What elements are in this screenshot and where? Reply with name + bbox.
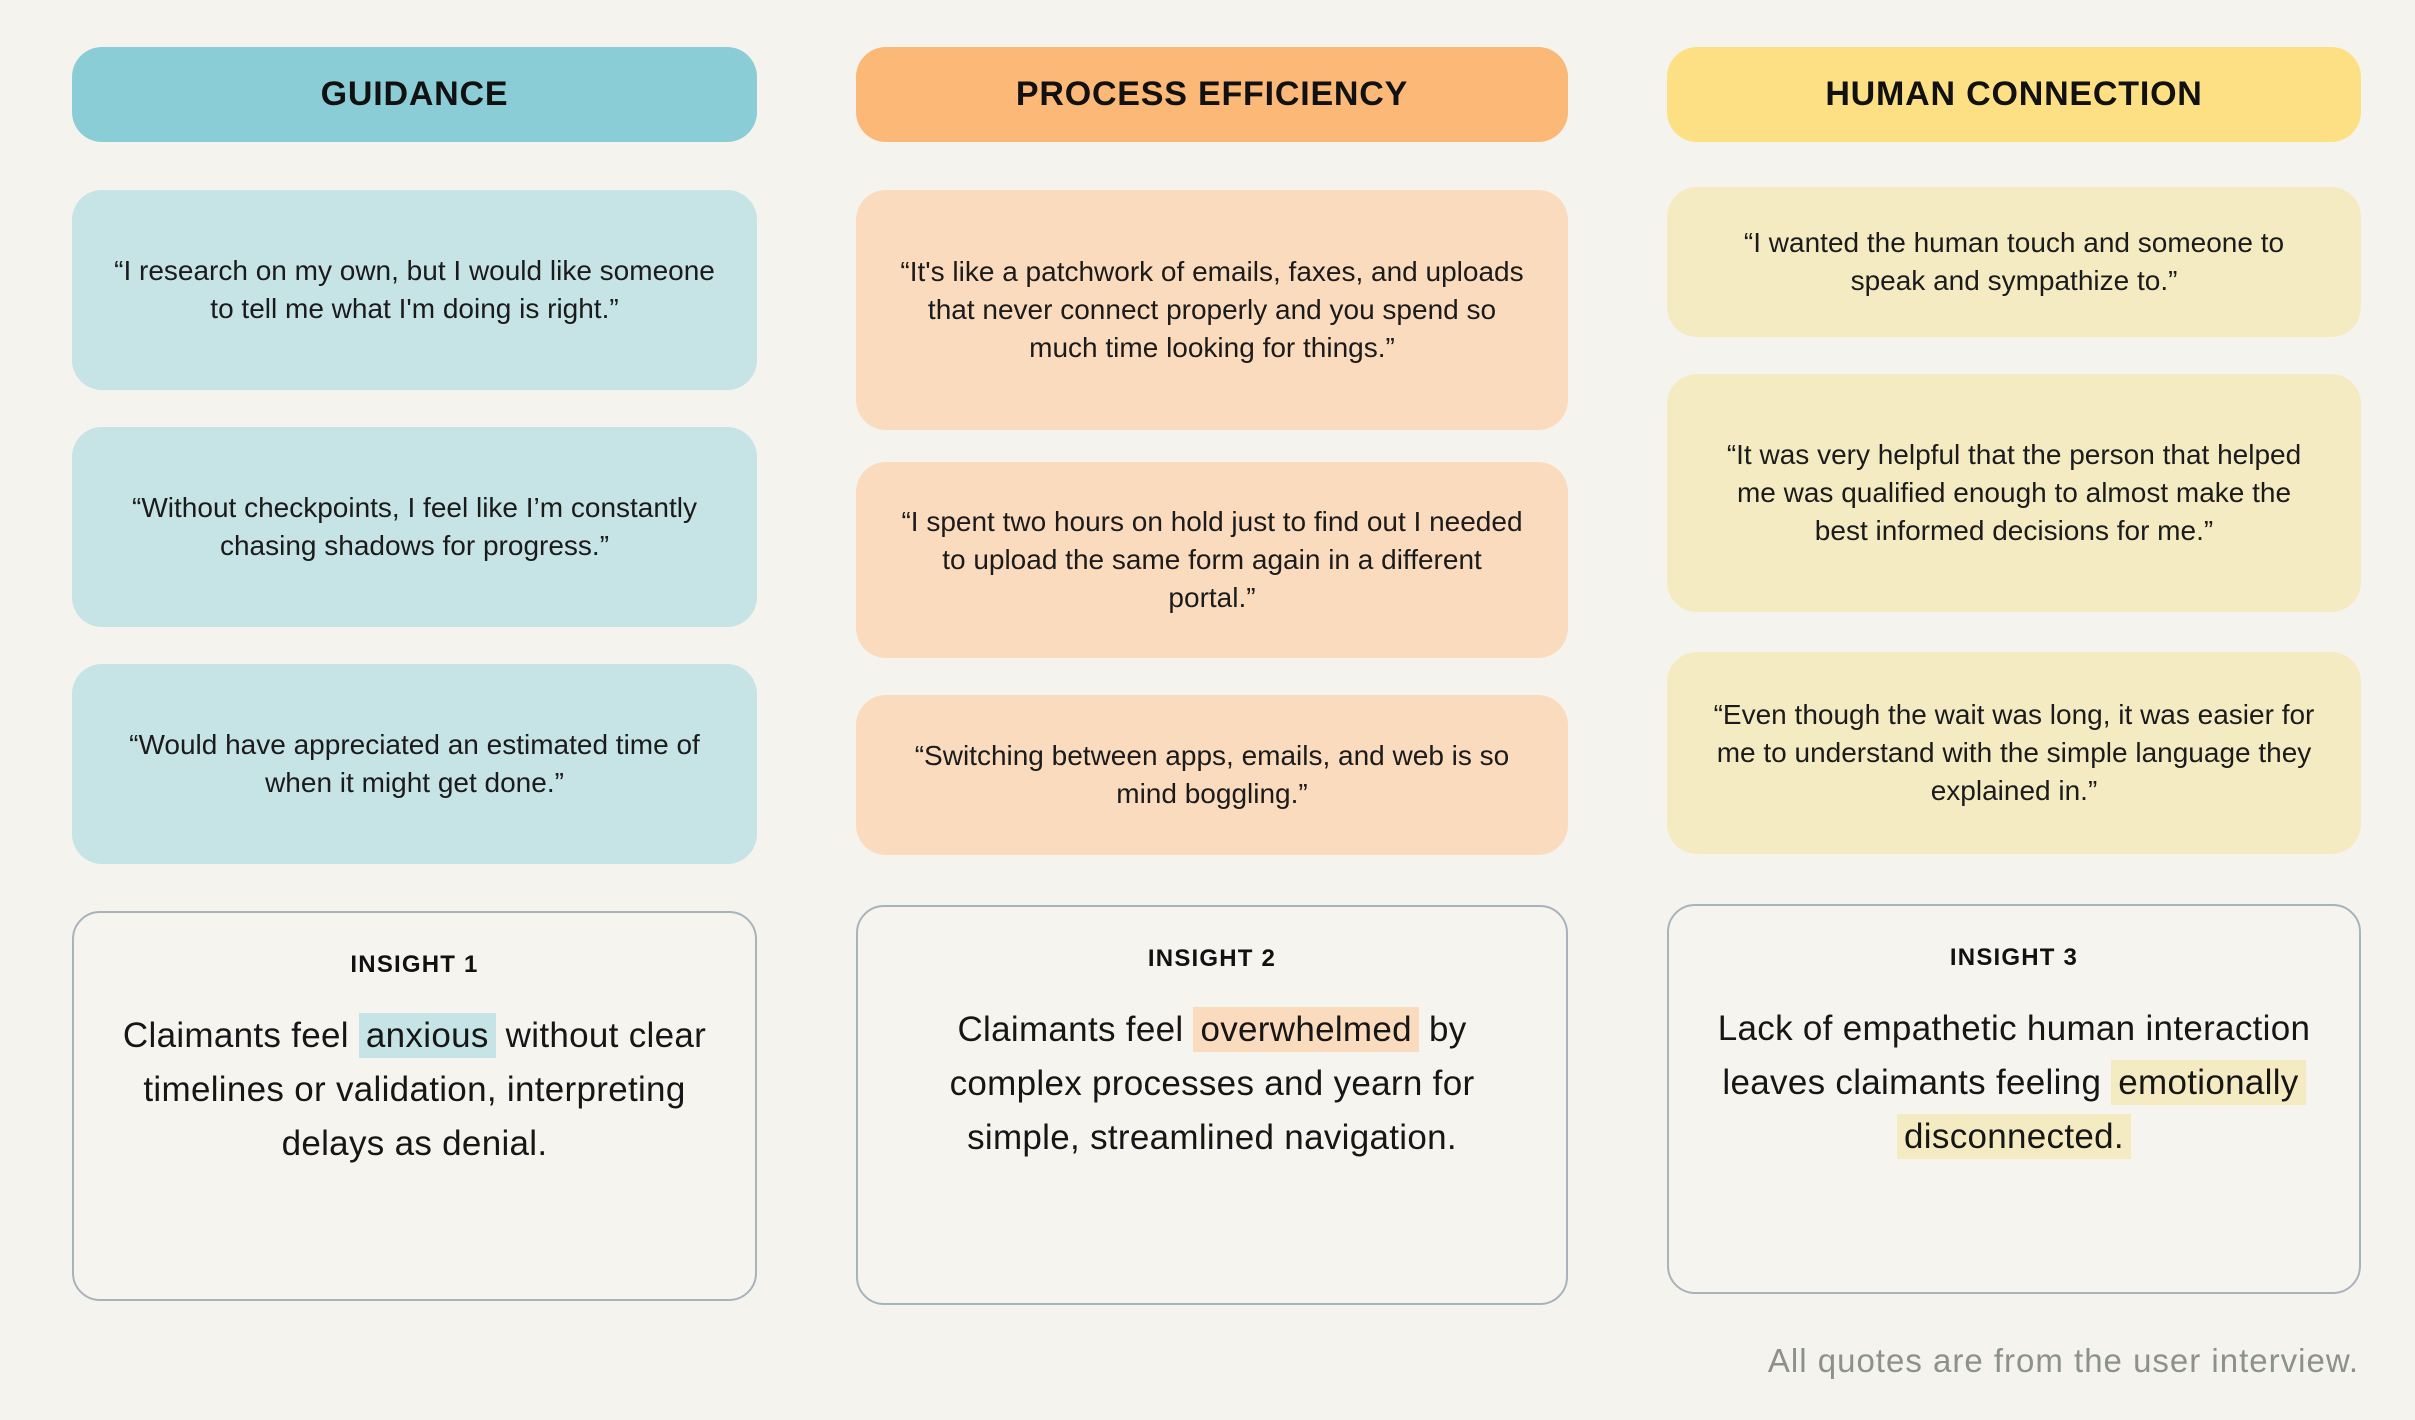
quote-card: “It's like a patchwork of emails, faxes,… (856, 190, 1568, 430)
insight-text: Lack of empathetic human interaction lea… (1703, 1002, 2325, 1164)
quote-card: “Would have appreciated an estimated tim… (72, 664, 757, 864)
insight-text-after: without clear timelines or validation, i… (143, 1016, 707, 1163)
footer-note: All quotes are from the user interview. (1767, 1342, 2359, 1379)
column-header-human-connection: HUMAN CONNECTION (1667, 47, 2361, 142)
insight-text-before: Claimants feel (122, 1016, 359, 1055)
insight-highlight: overwhelmed (1193, 1007, 1419, 1052)
insight-text: Claimants feel overwhelmed by complex pr… (892, 1003, 1532, 1165)
insight-text: Claimants feel anxious without clear tim… (108, 1009, 721, 1171)
insight-highlight: anxious (358, 1013, 496, 1058)
insight-card-3: INSIGHT 3 Lack of empathetic human inter… (1667, 904, 2361, 1294)
column-process-efficiency: PROCESS EFFICIENCY “It's like a patchwor… (856, 47, 1568, 1305)
quote-card: “I research on my own, but I would like … (72, 190, 757, 390)
insight-text-before: Claimants feel (957, 1010, 1194, 1049)
insight-label: INSIGHT 2 (1147, 945, 1277, 972)
column-human-connection: HUMAN CONNECTION “I wanted the human tou… (1667, 47, 2361, 1305)
quote-card: “I spent two hours on hold just to find … (856, 462, 1568, 658)
insight-card-2: INSIGHT 2 Claimants feel overwhelmed by … (856, 905, 1568, 1305)
quote-card: “I wanted the human touch and someone to… (1667, 187, 2361, 337)
column-guidance: GUIDANCE “I research on my own, but I wo… (72, 47, 757, 1305)
insight-label: INSIGHT 3 (1949, 944, 2079, 971)
insights-board: GUIDANCE “I research on my own, but I wo… (72, 47, 2361, 1305)
insight-text-after: by complex processes and yearn for simpl… (949, 1010, 1475, 1157)
insight-card-1: INSIGHT 1 Claimants feel anxious without… (72, 911, 757, 1301)
insight-label: INSIGHT 1 (350, 951, 479, 978)
column-header-guidance: GUIDANCE (72, 47, 757, 142)
insight-text-before: Lack of empathetic human interaction lea… (1717, 1009, 2311, 1102)
quote-card: “Even though the wait was long, it was e… (1667, 652, 2361, 854)
quote-card: “Switching between apps, emails, and web… (856, 695, 1568, 855)
quote-card: “It was very helpful that the person tha… (1667, 374, 2361, 612)
quote-card: “Without checkpoints, I feel like I’m co… (72, 427, 757, 627)
column-header-process-efficiency: PROCESS EFFICIENCY (856, 47, 1568, 142)
